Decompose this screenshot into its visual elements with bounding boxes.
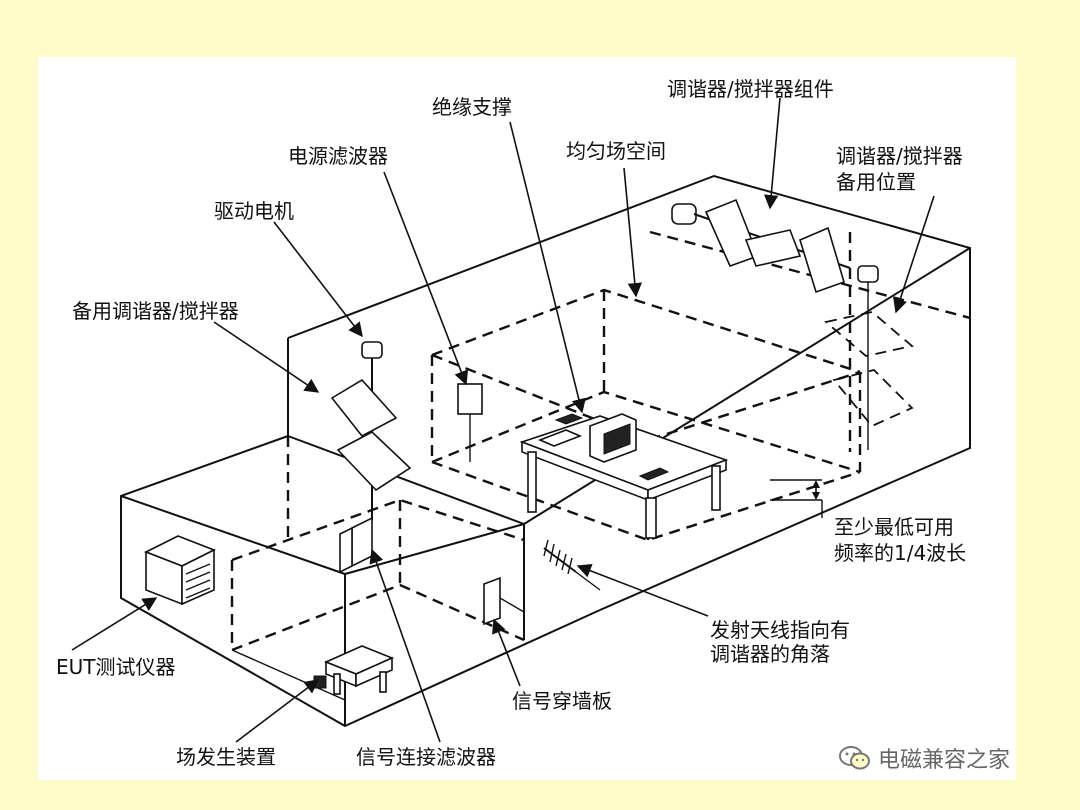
chamber-outline [120,174,971,728]
bulkhead-box [483,576,525,626]
label-power-filter: 电源滤波器 [288,144,388,168]
label-field-generator: 场发生装置 [176,745,276,769]
test-table [519,413,729,539]
reverberation-chamber-diagram: 调谐器/搅拌器组件 绝缘支撑 均匀场空间 调谐器/搅拌器 备用位置 电源滤波器 … [56,77,971,769]
field-generator-box [313,645,395,695]
label-spare-tuner: 备用调谐器/搅拌器 [72,299,239,323]
label-tuner-spare-line2: 备用位置 [836,170,916,194]
label-tuner-spare-line1: 调谐器/搅拌器 [836,144,963,168]
diagram-panel: 调谐器/搅拌器组件 绝缘支撑 均匀场空间 调谐器/搅拌器 备用位置 电源滤波器 … [38,57,1016,780]
power-filter-box [457,383,483,462]
label-insulated-support: 绝缘支撑 [432,95,512,119]
spare-stirrer [330,341,412,520]
label-quarter-wave-line2: 频率的1/4波长 [834,541,966,565]
watermark: 电磁兼容之家 [838,742,1010,774]
quarter-wave-marker [770,479,823,518]
wechat-icon [839,746,870,770]
label-drive-motor: 驱动电机 [214,199,294,223]
label-uniform-field: 均匀场空间 [566,139,666,163]
label-eut: EUT测试仪器 [56,655,176,679]
antenna [543,539,601,591]
label-quarter-wave-line1: 至少最低可用 [834,515,954,539]
label-antenna-line2: 调谐器的角落 [710,642,830,666]
main-stirrer [671,198,914,450]
label-tuner-assembly: 调谐器/搅拌器组件 [667,77,834,101]
watermark-text: 电磁兼容之家 [878,748,1011,773]
label-signal-filter: 信号连接滤波器 [356,745,496,769]
leader-arrows [71,97,935,743]
eut-box [144,535,216,606]
label-antenna-line1: 发射天线指向有 [710,618,850,642]
label-bulkhead: 信号穿墙板 [512,689,612,713]
signal-filter-box [339,516,373,574]
